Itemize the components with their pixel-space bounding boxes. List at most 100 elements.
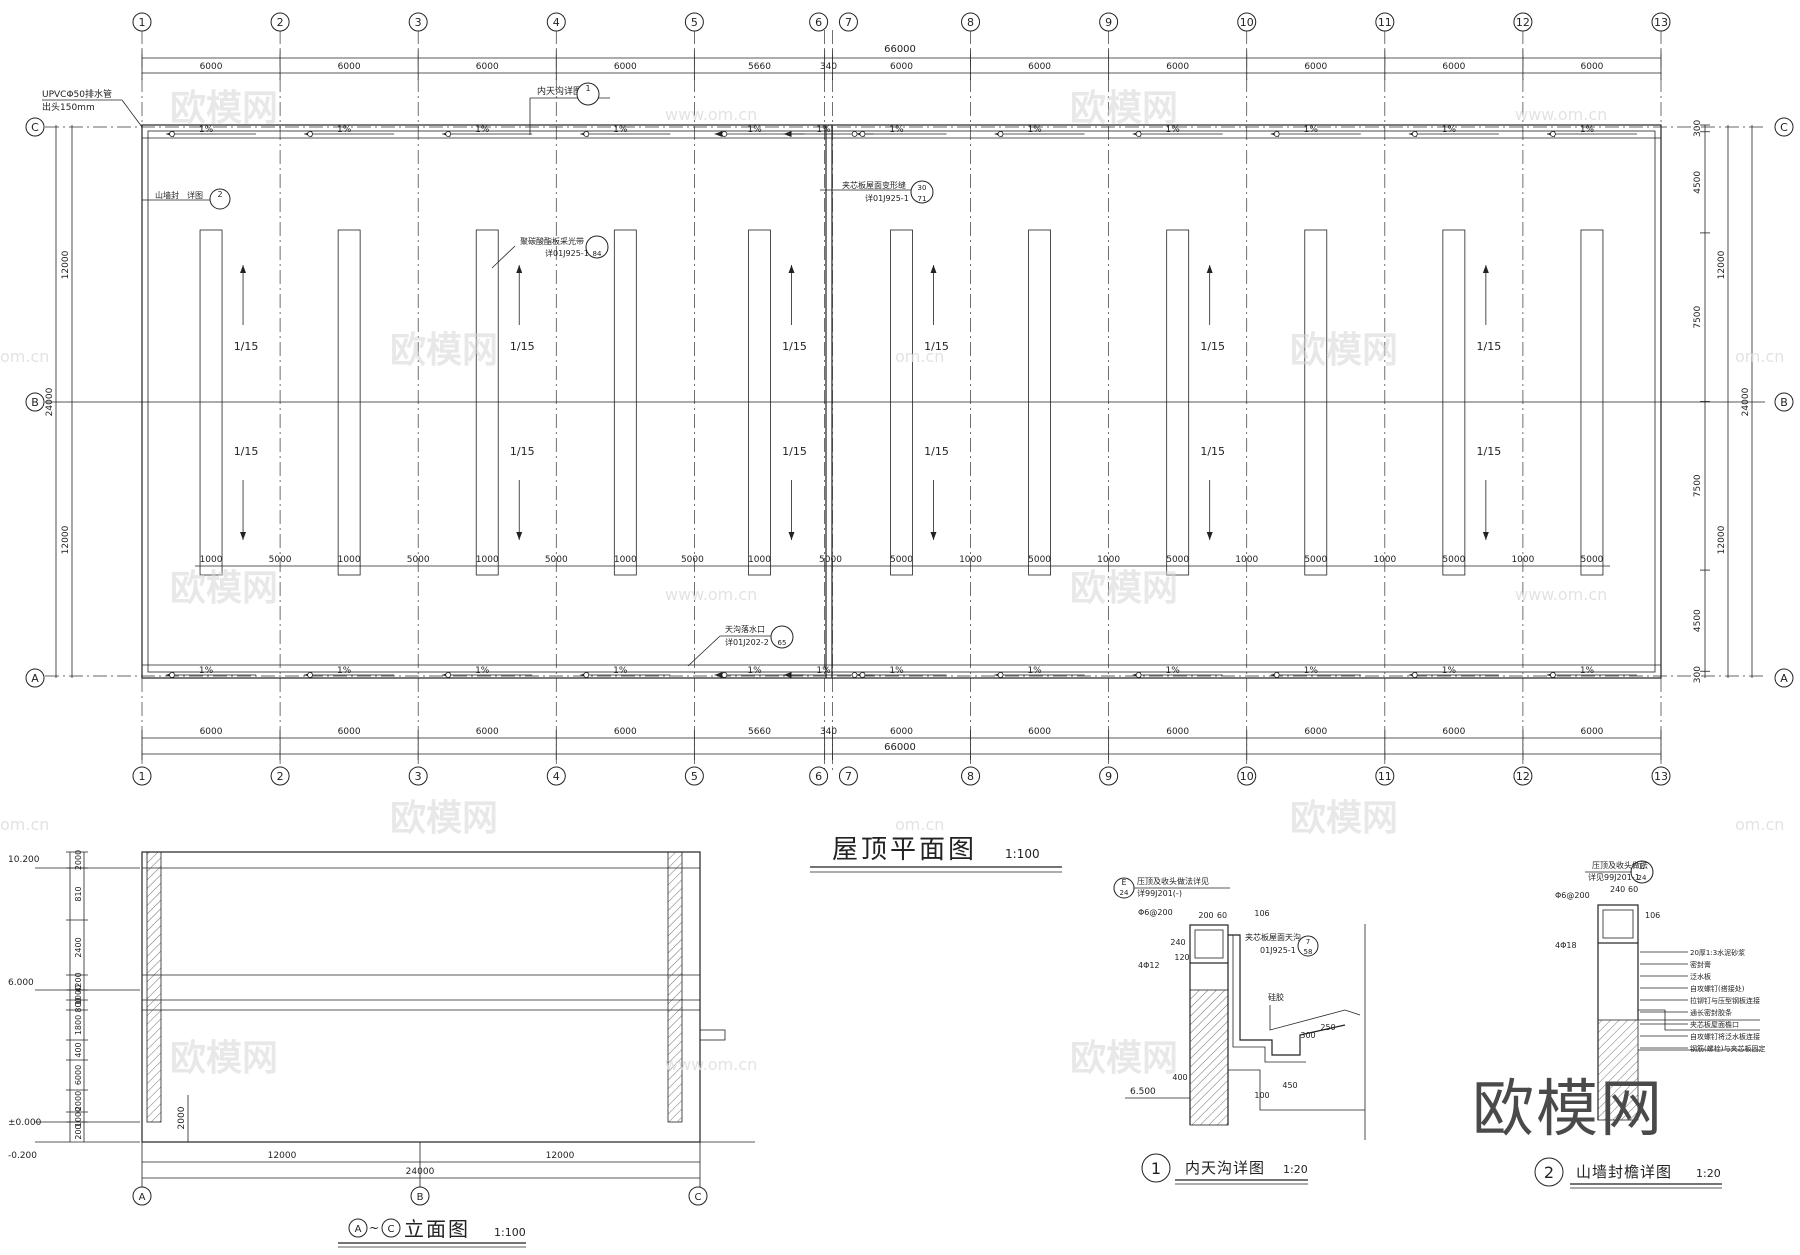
svg-text:夹芯板屋面天沟: 夹芯板屋面天沟 xyxy=(1245,932,1301,942)
elevation-vertical-dim: 2400 xyxy=(74,937,83,957)
gutter-slope-label: 1% xyxy=(1166,666,1181,676)
left-dim-top: 12000 xyxy=(61,250,71,279)
skylight-strip xyxy=(613,229,637,576)
skylight-width-dim: 1000 xyxy=(614,555,637,565)
elevation-inner-dim: 2000 xyxy=(177,1106,187,1129)
axis-label-top: 10 xyxy=(1240,16,1254,29)
right-dim-inner: 7500 xyxy=(1693,305,1703,328)
detail2-note: 夹芯板屋面檐口 xyxy=(1690,1020,1739,1029)
detail1-rebar-main: 4Φ12 xyxy=(1138,961,1160,970)
roof-drain xyxy=(307,672,313,678)
note-skylight: 聚碳酸酯板采光带 详01J925-1 84 xyxy=(491,235,609,269)
axis-bubble-top xyxy=(1651,12,1671,32)
svg-text:240: 240 xyxy=(1610,885,1625,894)
detail1-dim: 60 xyxy=(1217,911,1227,920)
svg-text:天沟落水口: 天沟落水口 xyxy=(725,624,765,634)
gutter-slope-label: 1% xyxy=(816,125,831,135)
svg-text:C: C xyxy=(695,1192,702,1203)
gutter-slope-label: 1% xyxy=(1442,666,1457,676)
axis-label-bottom: 5 xyxy=(691,770,698,783)
axis-label-bottom: 10 xyxy=(1240,770,1254,783)
skylight-gap-dim: 1000 xyxy=(1097,555,1120,565)
svg-text:详01J925-1: 详01J925-1 xyxy=(865,193,909,203)
axis-bubble-top xyxy=(408,12,428,32)
roof-slope-arrowhead xyxy=(788,532,795,540)
detail1-dim: 100 xyxy=(1254,1091,1269,1100)
axis-label-bottom: 7 xyxy=(845,770,852,783)
skylight-strip xyxy=(1166,229,1190,576)
level-10-200: 10.200 xyxy=(8,855,40,865)
skylight-strip xyxy=(199,229,223,576)
svg-text:A: A xyxy=(139,1192,146,1203)
top-bay-dim: 6000 xyxy=(614,62,637,72)
elevation-axis-a: A xyxy=(132,1186,152,1206)
top-dimension-chain xyxy=(142,57,1661,74)
watermark-brand: 欧模网 xyxy=(1070,1038,1178,1079)
detail1-dim: 200 xyxy=(1198,911,1213,920)
axis-label-bottom: 6 xyxy=(815,770,822,783)
note-drain-pipe: UPVCΦ50排水管 出头150mm xyxy=(42,88,143,128)
axis-bubble-bottom xyxy=(961,766,981,786)
axis-label-bottom: 11 xyxy=(1378,770,1392,783)
axis-bubble-top xyxy=(961,12,981,32)
roof-slope-arrowhead xyxy=(516,532,523,540)
roof-slope-label: 1/15 xyxy=(1477,340,1502,353)
watermark-brand: 欧模网 xyxy=(170,88,278,129)
axis-grid-lines xyxy=(141,30,1662,770)
axis-label-top: 11 xyxy=(1378,16,1392,29)
elevation-title: A ~ C 立面图 1:100 xyxy=(338,1217,526,1248)
elevation-columns xyxy=(146,851,683,1123)
top-bay-dim: 340 xyxy=(820,62,837,72)
svg-text:1: 1 xyxy=(1151,1159,1161,1178)
axis-bubble-top xyxy=(1513,12,1533,32)
gutter-slope-label: 1% xyxy=(1580,125,1595,135)
svg-text:24: 24 xyxy=(1120,889,1129,897)
roof-drain xyxy=(721,131,728,137)
elevation-vertical-dim: 400 xyxy=(74,1042,83,1057)
svg-text:A: A xyxy=(355,1224,362,1235)
roof-drain xyxy=(445,672,452,678)
gutter-slope-label: 1% xyxy=(816,666,831,676)
skylight-strip xyxy=(1442,229,1466,576)
roof-drain xyxy=(1273,131,1280,137)
watermark-brand: 欧模网 xyxy=(1070,88,1178,129)
svg-text:C: C xyxy=(388,1224,395,1235)
svg-text:106: 106 xyxy=(1645,911,1660,920)
elevation-column xyxy=(667,851,683,1123)
svg-text:1:20: 1:20 xyxy=(1283,1163,1308,1176)
watermark-logo: 欧模网 xyxy=(1472,1072,1662,1145)
roof-slope-arrowhead xyxy=(516,265,523,273)
svg-text:30: 30 xyxy=(918,184,927,192)
axis-bubble-top xyxy=(838,12,858,32)
gutter-slope-label: 1% xyxy=(1442,125,1457,135)
top-bay-dim: 5660 xyxy=(748,62,771,72)
roof-drain xyxy=(851,131,858,137)
roof-drain xyxy=(997,131,1004,137)
detail2-note: 自攻螺钉将泛水板连接 xyxy=(1690,1032,1760,1041)
right-dim-inner: 4500 xyxy=(1693,171,1703,194)
gutter-slope-label: 1% xyxy=(889,125,904,135)
roof-drain xyxy=(1135,131,1142,137)
svg-text:2: 2 xyxy=(1544,1163,1554,1182)
svg-text:1: 1 xyxy=(585,84,590,93)
elevation-dim-right: 12000 xyxy=(546,1151,575,1161)
watermark-site: om.cn xyxy=(1735,815,1784,834)
axis-label-top: 7 xyxy=(845,16,852,29)
roof-drain xyxy=(721,672,728,678)
axis-bubble-top xyxy=(1099,12,1119,32)
top-bay-dim: 6000 xyxy=(476,62,499,72)
bottom-dimension-chain xyxy=(142,737,1661,755)
elevation-vertical-dim: 1800 xyxy=(74,1015,83,1035)
svg-text:屋顶平面图: 屋顶平面图 xyxy=(832,835,977,865)
gutter-slope-label: 1% xyxy=(1580,666,1595,676)
axis-bubble-top xyxy=(132,12,152,32)
roof-slope-label: 1/15 xyxy=(1477,445,1502,458)
bottom-bay-dim: 340 xyxy=(820,727,837,737)
roof-slope-arrowhead xyxy=(1482,532,1489,540)
skylight-gap-dim: 1000 xyxy=(1373,555,1396,565)
roof-slope-label: 1/15 xyxy=(510,445,535,458)
bottom-bay-dim: 6000 xyxy=(1581,727,1604,737)
roof-drain xyxy=(851,672,858,678)
